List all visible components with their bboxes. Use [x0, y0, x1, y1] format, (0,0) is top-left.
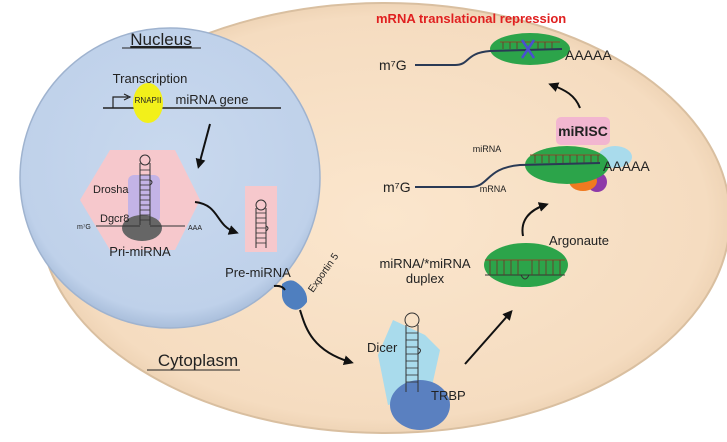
- cytoplasm-label: Cytoplasm: [158, 351, 238, 370]
- rnapii-label: RNAPII: [135, 96, 162, 105]
- mirisc-label: miRISC: [558, 123, 608, 139]
- pre-mirna-hairpin: [255, 199, 269, 248]
- trbp-protein: [390, 380, 450, 430]
- exportin5-pore: [282, 280, 308, 310]
- rnapii-blob: [133, 83, 163, 123]
- mirisc-mrna-label: mRNA: [480, 184, 507, 194]
- repression-title: mRNA translational repression: [376, 11, 566, 26]
- loading-arrow: [521, 202, 549, 237]
- dicing-arrow: [464, 310, 513, 365]
- drosha-protein: [128, 175, 160, 223]
- pri-mirna-label: Pri-miRNA: [109, 244, 171, 259]
- promoter-arrow-icon: [112, 96, 128, 108]
- mirna-duplex: [485, 259, 565, 280]
- mirisc-box: [556, 117, 610, 145]
- dgcr8-protein: [122, 215, 162, 241]
- transcription-label: Transcription: [113, 71, 188, 86]
- mirisc-mirna-mrna: [415, 154, 601, 188]
- mirna-gene-label: miRNA gene: [176, 92, 249, 107]
- pri-aaa-label: AAA: [188, 225, 202, 232]
- duplex-label-line2: duplex: [406, 271, 445, 286]
- repression-arrow: [548, 82, 581, 109]
- block-x-icon: [520, 39, 536, 59]
- dgcr8-label: Dgcr8: [100, 213, 129, 225]
- argonaute-protein: [484, 243, 568, 287]
- argonaute-label: Argonaute: [549, 233, 609, 248]
- repression-polya-label: AAAAA: [565, 47, 612, 63]
- transcription-arrow: [195, 123, 211, 169]
- pri-m7g-label: m⁷G: [77, 224, 91, 231]
- dicer-label: Dicer: [367, 340, 398, 355]
- repressed-mrna: [415, 41, 563, 66]
- export-arrow: [273, 284, 350, 362]
- dicer-hairpin: [404, 312, 421, 392]
- trbp-label: TRBP: [431, 388, 466, 403]
- mirisc-polya-label: AAAAA: [603, 158, 650, 174]
- mirisc-mirna-label: miRNA: [473, 144, 502, 154]
- mirisc-m7g-label: m⁷G: [383, 179, 411, 195]
- processing-arrow: [194, 201, 239, 235]
- pre-mirna-label: Pre-miRNA: [225, 265, 291, 280]
- repression-m7g-label: m⁷G: [379, 57, 407, 73]
- nucleus-label: Nucleus: [130, 30, 191, 49]
- pri-mirna-hairpin: [96, 154, 185, 227]
- drosha-label: Drosha: [93, 184, 129, 196]
- pre-mirna-box: [245, 186, 277, 252]
- duplex-label-line1: miRNA/*miRNA: [380, 256, 471, 271]
